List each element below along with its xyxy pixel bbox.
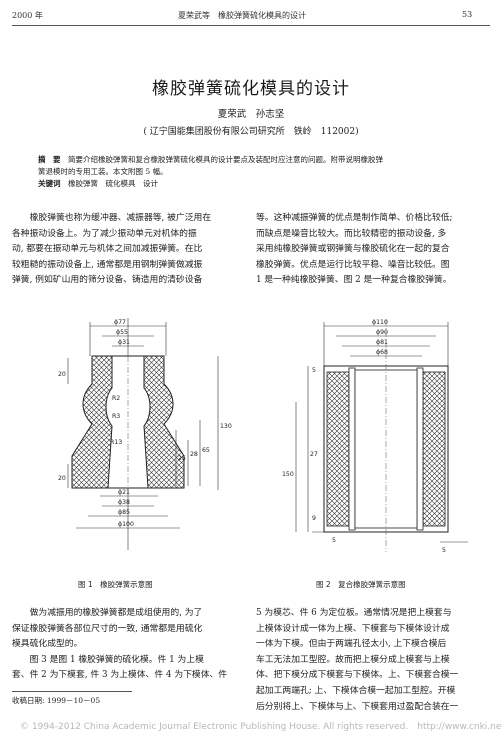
article-authors: 夏荣武 孙志坚 — [217, 109, 285, 120]
text-line: 各种振动设备上。为了减少振动单元对机体的振 — [12, 228, 197, 239]
header-year: 2000 年 — [12, 11, 43, 20]
header-running-title: 夏荣武等 橡胶弹簧硫化模具的设计 — [178, 11, 306, 20]
fig2-dim: 27 — [310, 451, 318, 458]
figure-2-caption: 图 2 复合橡胶弹簧示意图 — [316, 580, 406, 589]
fig2-dim: ϕ81 — [376, 339, 388, 346]
text-line: 模具硫化成型的。 — [12, 639, 83, 650]
text-line: 起加工两端孔; 上、下模体合模一起加工型腔。开模 — [256, 685, 456, 696]
fig2-dim: ϕ68 — [376, 349, 388, 356]
text-line: 5 为模芯、件 6 为定位板。通常情况是把上模套与 — [256, 608, 452, 618]
body-right-top: 等。这种减振弹簧的优点是制作简单、价格比较低; 而缺点是噪音比较大。而比较精密的… — [256, 211, 490, 289]
fig1-dim: ϕ100 — [118, 521, 134, 528]
text-line: 弹簧, 例如矿山用的筛分设备、铸造用的清砂设备 — [12, 275, 203, 286]
header-rule — [12, 25, 490, 26]
text-line: 上模体设计成一体为上模、下模套与下模体设计成 — [256, 623, 450, 634]
text-line: 后分别将上、下模体与上、下模套用过盈配合装在一 — [256, 701, 459, 712]
fig1-dim: 130 — [220, 423, 232, 430]
fig1-dim: ϕ85 — [118, 509, 130, 516]
text-line: 橡胶弹簧也称为缓冲器、减振器等, 被广泛用在 — [12, 213, 212, 223]
fig1-dim: ϕ77 — [114, 319, 126, 326]
text-line: 保证橡胶弹簧各部位尺寸的一致, 通常都是用硫化 — [12, 623, 203, 634]
figure-1-caption: 图 1 橡胶弹簧示意图 — [78, 580, 153, 589]
fig1-dim: ϕ55 — [116, 329, 128, 336]
fig2-dim: 150 — [282, 471, 294, 478]
text-line: 等。这种减振弹簧的优点是制作简单、价格比较低; — [256, 213, 453, 223]
figure-1-drawing: ϕ77 ϕ55 ϕ31 20 R2 R3 R13 25 28 65 130 20… — [58, 318, 232, 550]
fig1-dim: R3 — [112, 413, 120, 420]
text-line: 而缺点是噪音比较大。而比较精密的振动设备, 多 — [256, 228, 447, 239]
body-left-bottom: 做为减振用的橡胶弹簧都是成组使用的, 为了 保证橡胶弹簧各部位尺寸的一致, 通常… — [12, 606, 244, 684]
received-date: 收稿日期: 1999－10－05 — [12, 696, 101, 705]
fig2-dim: 5 — [442, 547, 446, 554]
text-line: 采用纯橡胶弹簧或钢弹簧与橡胶硫化在一起的复合 — [256, 244, 450, 255]
header-page-number: 53 — [462, 10, 473, 19]
fig1-dim: 65 — [202, 447, 210, 454]
text-line: 橡胶弹簧。优点是运行比较平稳、噪音比较低。图 — [256, 259, 450, 270]
abstract-block: 摘 要 简要介绍橡胶弹簧和复合橡胶弹簧硫化模具的设计要点及装配时应注意的问题。附… — [38, 154, 478, 190]
article-title: 橡胶弹簧硫化模具的设计 — [152, 79, 350, 99]
fig1-dim: R2 — [112, 395, 120, 402]
fig1-dim: 28 — [190, 451, 198, 458]
text-line: 做为减振用的橡胶弹簧都是成组使用的, 为了 — [12, 608, 203, 618]
text-line: 套、件 2 为下模套, 件 3 为上模体、件 4 为下模体、件 — [12, 670, 228, 681]
text-line: 图 3 是图 1 橡胶弹簧的硫化模。件 1 为上模 — [12, 654, 204, 665]
keywords: 橡胶弹簧 硫化模具 设计 — [68, 179, 158, 188]
footnote-rule — [12, 691, 132, 692]
fig1-dim: 25 — [178, 455, 186, 462]
body-left-top: 橡胶弹簧也称为缓冲器、减振器等, 被广泛用在 各种振动设备上。为了减少振动单元对… — [12, 211, 244, 289]
article-affiliation: ( 辽宁国能集团股份有限公司研究所 铁岭 112002) — [143, 127, 359, 137]
text-line: 一体为下模。但由于两端孔径太小, 上下模合模后 — [256, 639, 447, 650]
fig2-dim: 9 — [312, 515, 316, 522]
fig2-dim: 5 — [312, 367, 316, 374]
text-line: 较粗糙的振动设备上, 通常都是用钢制弹簧做减振 — [12, 259, 203, 270]
fig1-dim: 20 — [58, 371, 66, 378]
text-line: 车工无法加工型腔。故而把上模分成上模套与上模 — [256, 654, 450, 665]
fig1-dim: ϕ38 — [118, 499, 130, 506]
abstract-line-1: 简要介绍橡胶弹簧和复合橡胶弹簧硫化模具的设计要点及装配时应注意的问题。附带说明橡… — [68, 155, 383, 164]
fig2-dim: 5 — [332, 537, 336, 544]
fig1-dim: ϕ31 — [118, 339, 130, 346]
fig2-dim: ϕ110 — [372, 319, 388, 326]
abstract-line-2: 簧退模时的专用工装。本文附图 5 幅。 — [38, 167, 168, 176]
keywords-label: 关键词 — [38, 179, 61, 188]
body-right-bottom: 5 为模芯、件 6 为定位板。通常情况是把上模套与 上模体设计成一体为上模、下模… — [256, 606, 490, 715]
fig1-dim: R13 — [110, 439, 122, 446]
fig2-dim: ϕ90 — [376, 329, 388, 336]
text-line: 动, 都要在振动单元与机体之间加减振弹簧。在比 — [12, 244, 203, 255]
watermark: © 1994-2012 China Academic Journal Elect… — [20, 722, 502, 732]
abstract-label: 摘 要 — [38, 155, 61, 164]
fig1-dim: 20 — [58, 475, 66, 482]
figure-2-drawing: ϕ110 ϕ90 ϕ81 ϕ68 5 27 150 9 5 5 — [282, 319, 468, 554]
fig1-dim: ϕ21 — [118, 489, 130, 496]
text-line: 1 是一种纯橡胶弹簧、图 2 是一种复合橡胶弹簧。 — [256, 275, 452, 286]
text-line: 体、把下模分成下模套与下模体。上、下模套合模一 — [256, 670, 459, 681]
